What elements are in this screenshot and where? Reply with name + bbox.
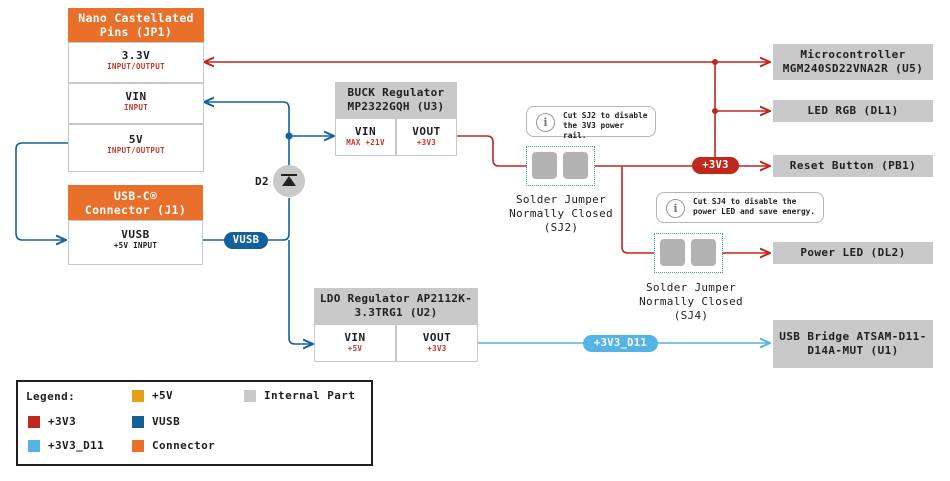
legend-label-3v3: +3V3 [48, 415, 77, 428]
vusb-net-label: VUSB [224, 232, 268, 249]
sj4-note: i Cut SJ4 to disable the power LED and s… [656, 192, 824, 223]
u3-buck-regulator: BUCK Regulator MP2322GQH (U3) VIN MAX +2… [335, 82, 457, 156]
pin-note: +3V3 [416, 138, 437, 147]
pin-type: INPUT/OUTPUT [107, 146, 165, 155]
legend-label-3v3-d11: +3V3_D11 [48, 439, 105, 452]
v3v3-junction-dot [712, 59, 718, 65]
sj4-note-text: Cut SJ4 to disable the power LED and sav… [693, 197, 816, 216]
pin-name: VOUT [422, 331, 452, 344]
dl1-led-rgb: LED RGB (DL1) [773, 100, 933, 122]
diode-icon [273, 165, 305, 197]
pin-name: 3.3V [121, 49, 151, 62]
u5-microcontroller: Microcontroller MGM240SD22VNA2R (U5) [773, 44, 933, 80]
legend-swatch-vusb [132, 416, 144, 428]
j1-title: USB-C® Connector (J1) [68, 185, 203, 220]
j1-pin-vusb: VUSB +5V INPUT [68, 220, 203, 265]
sj4-solder-jumper [654, 233, 723, 273]
sj4-caption: Solder Jumper Normally Closed (SJ4) [639, 281, 743, 322]
dl1-label: LED RGB (DL1) [807, 104, 899, 117]
vusb-junction-dot [285, 132, 293, 140]
pin-name: VIN [344, 331, 366, 344]
legend-label-connector: Connector [152, 439, 216, 452]
u2-vin-pin: VIN +5V [314, 324, 396, 362]
pin-name: VIN [354, 125, 377, 138]
jp1-pin-3v3: 3.3V INPUT/OUTPUT [68, 42, 204, 83]
sj2-caption: Solder Jumper Normally Closed (SJ2) [509, 193, 613, 234]
u1-label: USB Bridge ATSAM-D11-D14A-MUT (U1) [779, 330, 927, 357]
pb1-label: Reset Button (PB1) [789, 159, 917, 172]
v3v3-d11-net-label: +3V3_D11 [583, 335, 658, 352]
pin-note: MAX +21V [346, 138, 385, 147]
jumper-pad [660, 239, 685, 266]
vusb-net-wires [15, 102, 334, 344]
dl2-power-led: Power LED (DL2) [773, 242, 933, 264]
pin-name: VUSB [121, 228, 150, 241]
v3v3-junction-dot [712, 108, 718, 114]
legend-swatch-connector [132, 440, 144, 452]
u3-vout-pin: VOUT +3V3 [396, 118, 457, 156]
legend-swatch-5v [132, 390, 144, 402]
legend-label-internal-part: Internal Part [264, 389, 356, 402]
pin-note: +3V3 [427, 344, 447, 353]
u3-title: BUCK Regulator MP2322GQH (U3) [335, 82, 457, 118]
jp1-castellated-pins: Nano Castellated Pins (JP1) 3.3V INPUT/O… [68, 8, 204, 172]
jp1-pin-vin: VIN INPUT [68, 83, 204, 124]
pin-note: +5V [347, 344, 363, 353]
v3v3-net-label: +3V3 [692, 157, 739, 174]
jumper-pad [563, 152, 588, 179]
legend-swatch-3v3 [28, 416, 40, 428]
d2-label: D2 [255, 175, 270, 188]
jp1-title: Nano Castellated Pins (JP1) [68, 8, 204, 42]
pin-name: VOUT [412, 125, 441, 138]
pin-name: VIN [125, 90, 147, 103]
u3-vin-pin: VIN MAX +21V [335, 118, 396, 156]
dl2-label: Power LED (DL2) [800, 246, 906, 259]
u1-usb-bridge: USB Bridge ATSAM-D11-D14A-MUT (U1) [773, 320, 933, 368]
u5-label: Microcontroller MGM240SD22VNA2R (U5) [782, 48, 924, 75]
pin-type: +5V INPUT [113, 241, 158, 250]
legend-label-vusb: VUSB [152, 415, 181, 428]
jp1-pin-5v: 5V INPUT/OUTPUT [68, 124, 204, 172]
sj2-note: i Cut SJ2 to disable the 3V3 power rail. [526, 106, 656, 140]
pin-type: INPUT [123, 103, 149, 112]
legend: Legend: +3V3 +3V3_D11 +5V VUSB Connector… [16, 380, 373, 466]
pin-name: 5V [128, 133, 144, 146]
legend-swatch-internal-part [244, 390, 256, 402]
legend-title: Legend: [26, 390, 76, 403]
pb1-reset-button: Reset Button (PB1) [773, 155, 933, 177]
sj2-solder-jumper [526, 146, 595, 186]
u2-ldo-regulator: LDO Regulator AP2112K-3.3TRG1 (U2) VIN +… [314, 288, 478, 362]
jumper-pad [532, 152, 557, 179]
j1-usb-c-connector: USB-C® Connector (J1) VUSB +5V INPUT [68, 185, 203, 265]
u2-vout-pin: VOUT +3V3 [396, 324, 478, 362]
legend-label-5v: +5V [152, 389, 174, 402]
sj2-note-text: Cut SJ2 to disable the 3V3 power rail. [563, 111, 648, 140]
jumper-pad [691, 239, 716, 266]
info-icon: i [536, 113, 555, 132]
u2-title: LDO Regulator AP2112K-3.3TRG1 (U2) [314, 288, 478, 324]
pin-type: INPUT/OUTPUT [107, 62, 165, 71]
legend-swatch-3v3-d11 [28, 440, 40, 452]
info-icon: i [666, 199, 685, 218]
